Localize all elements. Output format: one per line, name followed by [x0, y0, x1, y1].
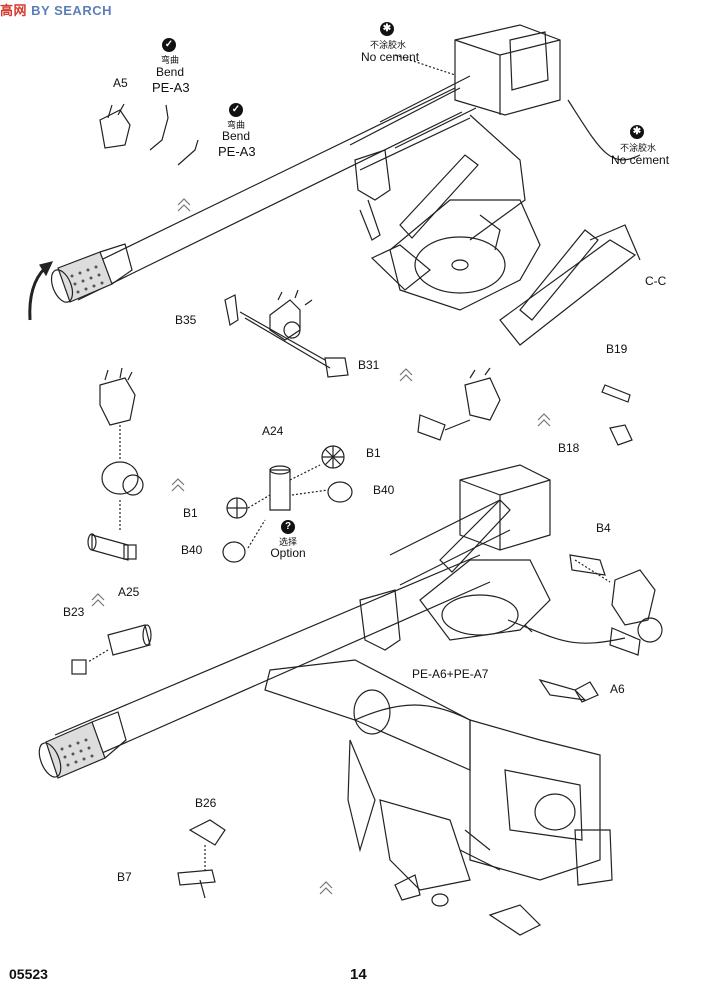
watermark-logo: 高网 BY SEARCH	[0, 3, 112, 18]
part-label-b35: B35	[175, 313, 197, 327]
no-cement-icon: ✱	[380, 22, 394, 36]
no-cement-label: No cement	[361, 50, 420, 64]
part-label-a6: A6	[610, 682, 625, 696]
part-label-b18: B18	[558, 441, 580, 455]
part-label-b40-left: B40	[181, 543, 203, 557]
no-cement-label: No cement	[611, 153, 670, 167]
part-label-a5: A5	[113, 76, 128, 90]
part-label-b1-right: B1	[366, 446, 381, 460]
no-cement-label-cn: 不涂胶水	[370, 40, 407, 50]
bend-label-cn: 弯曲	[226, 120, 245, 130]
part-label-b31: B31	[358, 358, 380, 372]
option-label: Option	[270, 546, 306, 560]
section-label-cc: C-C	[645, 274, 667, 288]
part-label-pe-a6-a7: PE-A6+PE-A7	[412, 667, 489, 681]
part-label-b26: B26	[195, 796, 217, 810]
bend-label-cn: 弯曲	[160, 55, 179, 65]
part-label-b23: B23	[63, 605, 85, 619]
part-label-b19: B19	[606, 342, 628, 356]
part-label-pe-a3-mid: PE-A3	[218, 144, 256, 159]
gun-assembly-middle	[38, 464, 663, 779]
part-label-pe-a3-top: PE-A3	[152, 80, 190, 95]
part-label-b7: B7	[117, 870, 132, 884]
bend-label: Bend	[221, 129, 251, 143]
part-label-b4: B4	[596, 521, 611, 535]
part-label-b1-left: B1	[183, 506, 198, 520]
gun-assembly-top	[28, 24, 641, 378]
kit-code: 05523	[9, 966, 48, 982]
page-number: 14	[350, 966, 367, 983]
breech-closeup	[177, 659, 613, 936]
subassemblies-middle	[71, 198, 633, 895]
part-label-a25: A25	[118, 585, 140, 599]
bend-icon: ✓	[229, 103, 243, 117]
bend-icon: ✓	[162, 38, 176, 52]
option-icon: ?	[281, 520, 295, 534]
part-label-a24: A24	[262, 424, 284, 438]
no-cement-label-cn: 不涂胶水	[620, 143, 657, 153]
no-cement-icon: ✱	[630, 125, 644, 139]
bend-label: Bend	[155, 65, 185, 79]
part-label-b40-right: B40	[373, 483, 395, 497]
option-label-cn: 选择	[278, 537, 297, 547]
